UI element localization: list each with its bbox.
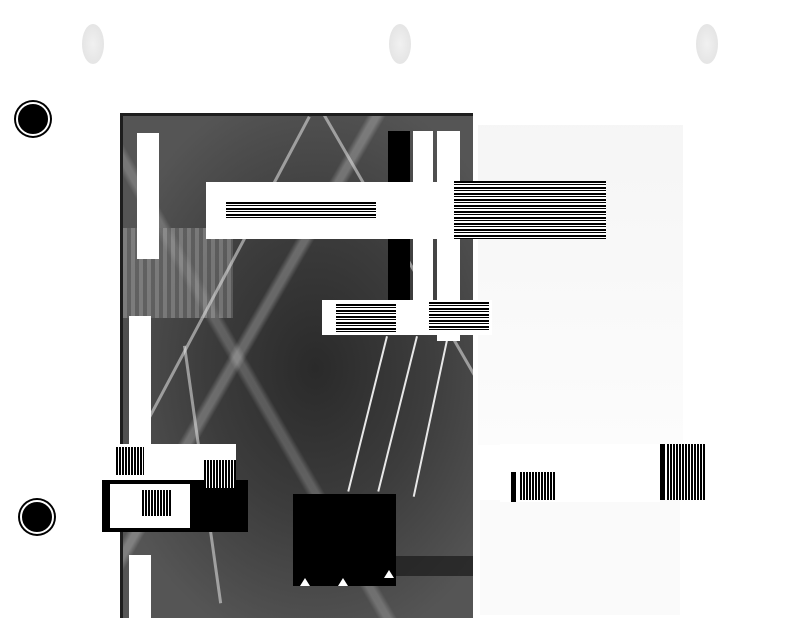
marker-triangle <box>300 578 310 586</box>
binder-hole-top-center <box>389 24 411 64</box>
redacted-label-text <box>667 444 705 500</box>
binder-hole-top-left <box>82 24 104 64</box>
redaction-bar-dark <box>511 472 516 502</box>
redaction-bar <box>137 133 159 259</box>
redacted-label-text <box>142 490 172 516</box>
binder-hole-top-right <box>696 24 718 64</box>
redacted-label-text <box>429 302 489 332</box>
redaction-bar <box>129 555 151 618</box>
marker-triangle <box>384 570 394 578</box>
redacted-label-text <box>520 472 556 500</box>
redacted-label-text <box>204 460 236 488</box>
redacted-label-text <box>226 202 376 218</box>
faded-text-panel <box>478 125 683 445</box>
redacted-label-text <box>454 181 606 239</box>
faded-text-panel-lower <box>480 500 680 615</box>
redaction-bar-dark <box>660 444 665 500</box>
binder-hole-side-upper <box>16 102 50 136</box>
redacted-label-text <box>336 304 396 332</box>
redaction-block-dark <box>293 494 396 586</box>
marker-triangle <box>338 578 348 586</box>
redacted-label-text <box>116 447 144 475</box>
binder-hole-side-lower <box>20 500 54 534</box>
redaction-bar <box>129 316 151 446</box>
